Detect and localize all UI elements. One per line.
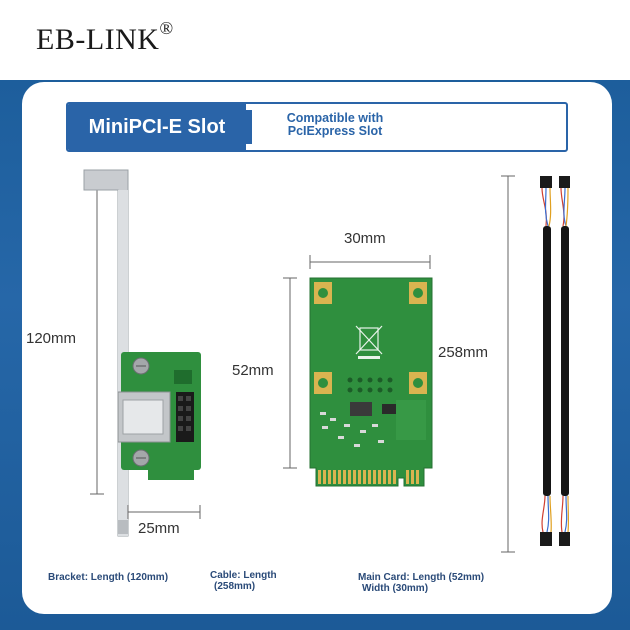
slot-title: MiniPCI-E Slot [68, 104, 252, 150]
slot-banner: MiniPCI-E Slot Compatible with PcIExpres… [66, 102, 568, 152]
cable-caption-line-2: (258mm) [214, 581, 256, 592]
brand-name: EB-LINK [36, 23, 160, 56]
main-card-caption-line-1: Main Card: Length (52mm) [358, 572, 485, 583]
main-card-caption: Main Card: Length (52mm) Width (30mm) [358, 572, 484, 594]
card-height-label: 52mm [232, 362, 274, 379]
cable-caption: Cable: Length (258mm) [210, 570, 277, 592]
bracket-caption: Bracket: Length (120mm) [48, 572, 169, 583]
registered-mark: ® [159, 18, 174, 38]
bracket-width-label: 25mm [138, 520, 180, 537]
cable-length-label: 258mm [438, 344, 489, 361]
main-card-caption-line-2: Width (30mm) [362, 583, 429, 594]
brand-logo: EB-LINK® [36, 18, 174, 57]
compat-line-2: PcIExpress Slot [287, 124, 383, 138]
slot-compatibility: Compatible with PcIExpress Slot [252, 112, 418, 138]
brand-header: EB-LINK® [0, 0, 630, 80]
card-width-label: 30mm [344, 230, 386, 247]
bracket-height-label: 120mm [26, 330, 77, 347]
cable-caption-line-1: Cable: Length [210, 570, 277, 581]
compat-line-1: Compatible with [286, 111, 384, 125]
